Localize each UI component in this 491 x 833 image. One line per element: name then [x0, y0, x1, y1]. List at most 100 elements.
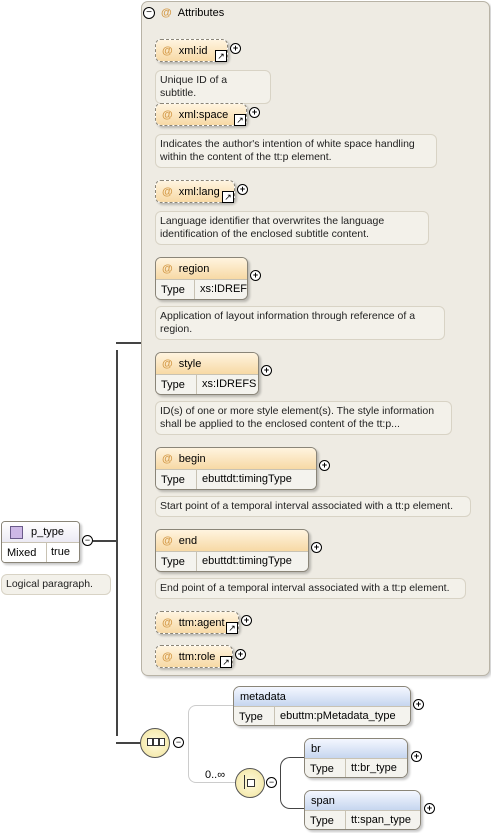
type-label: Type: [310, 762, 334, 775]
connector-bottom-curve: [116, 742, 144, 744]
connector-top-curve: [116, 342, 142, 344]
attribute-name: xml:id: [178, 44, 208, 57]
choice-collapse-icon[interactable]: −: [266, 777, 277, 788]
attribute-header: @ end: [156, 530, 308, 551]
sequence-compositor-icon[interactable]: [140, 728, 170, 758]
br-type-row: Type tt:br_type: [305, 758, 407, 777]
metadata-type: ebuttm:pMetadata_type: [274, 707, 410, 725]
attribute-name: ttm:role: [178, 650, 216, 663]
attributes-header: − @ Attributes: [143, 4, 224, 22]
attribute-ttm-agent[interactable]: @ttm:agent: [155, 611, 239, 634]
expand-icon-metadata[interactable]: +: [413, 699, 424, 710]
type-label: Type: [239, 710, 263, 723]
type-label: Type: [161, 555, 185, 568]
collapse-icon[interactable]: −: [143, 7, 155, 19]
attribute-xml-id[interactable]: @ xml:id: [155, 39, 228, 62]
attribute-icon: @: [162, 108, 173, 121]
p-type-doc: Logical paragraph.: [1, 574, 111, 595]
type-label: Type: [310, 814, 334, 827]
attribute-type: ebuttdt:timingType: [196, 552, 308, 571]
attribute-header: @ begin: [156, 448, 316, 469]
expand-icon-xml-space[interactable]: +: [249, 107, 260, 118]
element-br[interactable]: br Type tt:br_type: [304, 738, 408, 778]
reference-icon: ↗: [234, 114, 246, 126]
expand-icon-end[interactable]: +: [311, 542, 322, 553]
attribute-name: xml:lang: [178, 185, 220, 198]
attribute-ttm-role[interactable]: @ ttm:role: [155, 645, 233, 668]
attribute-header: @region: [156, 258, 247, 279]
expand-icon-xml-lang[interactable]: +: [237, 184, 248, 195]
attribute-doc-style: ID(s) of one or more style element(s). T…: [155, 401, 452, 435]
p-type-name: p_type: [31, 526, 65, 538]
expand-icon-xml-id[interactable]: +: [230, 43, 241, 54]
mixed-label: Mixed: [7, 546, 37, 559]
attribute-type: xs:IDREFS: [196, 375, 258, 394]
connector-sequence-choice: [188, 705, 237, 783]
attribute-icon: @: [162, 452, 173, 465]
attribute-group-icon: @: [161, 7, 172, 19]
attribute-header: @style: [156, 353, 258, 374]
sequence-collapse-icon[interactable]: −: [173, 737, 184, 748]
expand-icon-style[interactable]: +: [261, 365, 272, 376]
attribute-type-row: Type ebuttdt:timingType: [156, 469, 316, 489]
mixed-value: true: [46, 543, 70, 562]
attribute-xml-space[interactable]: @ xml:space: [155, 103, 247, 126]
connector-ptype-horizontal: [93, 540, 117, 542]
complex-type-icon: [10, 525, 23, 539]
attribute-doc-xml-space: Indicates the author's intention of whit…: [155, 134, 437, 168]
br-header: br: [305, 739, 407, 758]
attribute-type-row: Type ebuttdt:timingType: [156, 551, 308, 571]
attribute-type: xs:IDREF: [193, 280, 247, 299]
span-name: span: [311, 794, 335, 807]
type-label: Type: [161, 473, 185, 486]
attribute-name: begin: [178, 452, 206, 465]
expand-icon-span[interactable]: +: [424, 803, 435, 814]
choice-compositor-icon[interactable]: [235, 768, 265, 798]
span-header: span: [305, 791, 420, 810]
p-type-collapse-icon[interactable]: −: [82, 535, 93, 546]
attribute-doc-xml-id: Unique ID of a subtitle.: [155, 70, 271, 104]
br-name: br: [311, 742, 321, 755]
reference-icon: ↗: [222, 191, 234, 203]
attribute-header: @ xml:lang: [156, 181, 234, 202]
attribute-icon: @: [162, 44, 173, 57]
attribute-header: @ttm:agent: [156, 612, 238, 633]
expand-icon-begin[interactable]: +: [319, 460, 330, 471]
attribute-name: end: [178, 534, 198, 547]
attribute-xml-lang[interactable]: @ xml:lang: [155, 180, 235, 203]
expand-icon-region[interactable]: +: [250, 270, 261, 281]
expand-icon-ttm-agent[interactable]: +: [241, 615, 252, 626]
attribute-icon: @: [162, 534, 173, 547]
attribute-name: ttm:agent: [178, 616, 225, 629]
p-type-header: p_type: [2, 522, 79, 542]
expand-icon-ttm-role[interactable]: +: [235, 649, 246, 660]
attribute-doc-xml-lang: Language identifier that overwrites the …: [155, 211, 429, 245]
metadata-header: metadata: [234, 687, 410, 706]
metadata-name: metadata: [240, 690, 286, 703]
br-type: tt:br_type: [345, 759, 407, 777]
attribute-doc-end: End point of a temporal interval associa…: [155, 578, 466, 599]
connector-choice-branches: [280, 757, 305, 809]
attributes-title: Attributes: [177, 7, 225, 19]
p-type-box[interactable]: p_type Mixed true: [1, 521, 80, 563]
choice-cardinality: 0..∞: [205, 769, 226, 781]
element-metadata[interactable]: metadata Type ebuttm:pMetadata_type: [233, 686, 411, 726]
attribute-icon: @: [162, 262, 173, 275]
expand-icon-br[interactable]: +: [411, 751, 422, 762]
attribute-type: ebuttdt:timingType: [196, 470, 316, 489]
attribute-icon: @: [162, 650, 173, 663]
attribute-header: @ xml:id: [156, 40, 227, 61]
span-type: tt:span_type: [345, 811, 420, 829]
element-span[interactable]: span Type tt:span_type: [304, 790, 421, 830]
type-label: Type: [161, 378, 185, 391]
attribute-icon: @: [162, 185, 173, 198]
reference-icon: ↗: [220, 656, 232, 668]
attribute-type-row: Type xs:IDREFS: [156, 374, 258, 394]
attribute-header: @ ttm:role: [156, 646, 232, 667]
attribute-name: xml:space: [178, 108, 229, 121]
